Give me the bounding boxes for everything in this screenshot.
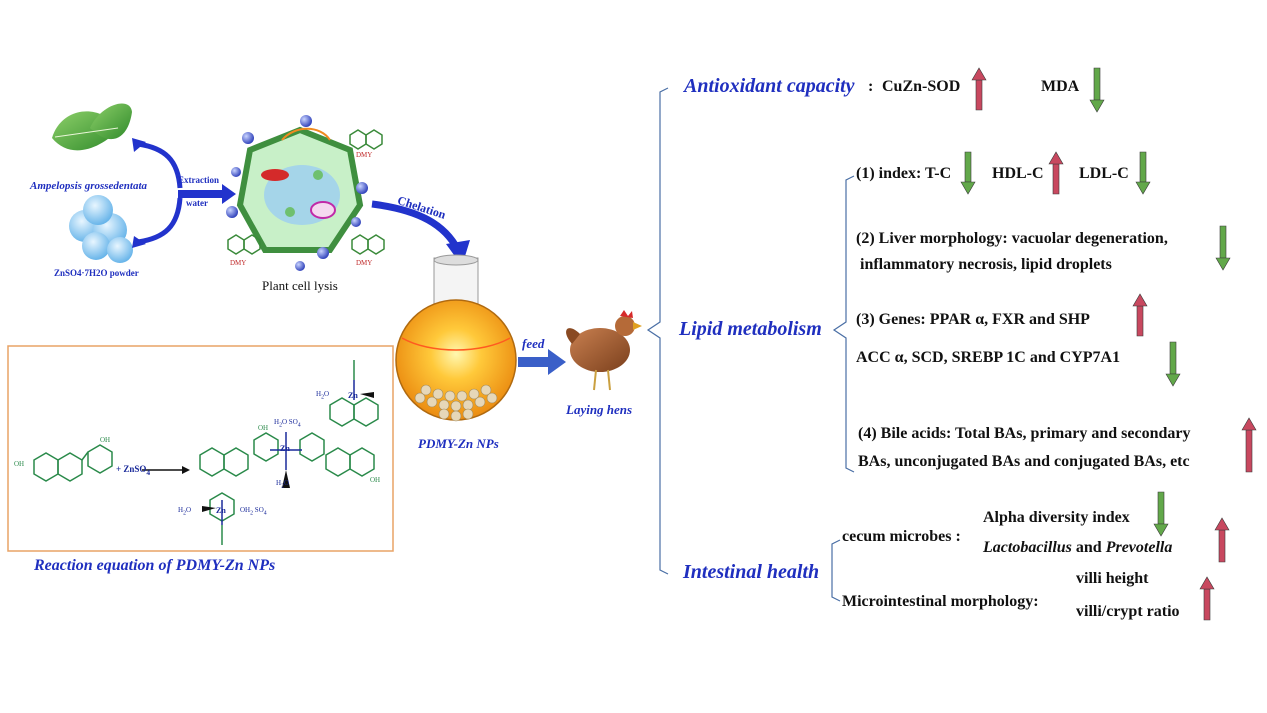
cuzn-sod-up-arrow <box>971 67 987 111</box>
bile-up-arrow <box>1241 417 1257 473</box>
zinc-sulfate-bubbles-icon <box>69 195 133 263</box>
lipid-index-label: (1) index: T-C <box>856 165 952 182</box>
nanoparticle-dots <box>414 384 498 422</box>
leaf-icon <box>52 103 132 151</box>
cecum-microbes-label: cecum microbes : <box>842 528 961 545</box>
salt-name-label: ZnSO4·7H2O powder <box>54 268 139 278</box>
plant-name-label: Ampelopsis grossedentata <box>30 180 148 192</box>
villi-height-label: villi height <box>1076 570 1149 587</box>
h2o-label-1: H2O SO4 <box>274 418 301 429</box>
antioxidant-title: Antioxidant capacity <box>684 75 855 97</box>
extraction-label: Extraction <box>178 175 219 185</box>
plant-cell-lysis-label: Plant cell lysis <box>262 278 338 293</box>
lactobacillus-prevotella-label: Lactobacillus and Prevotella <box>983 539 1173 556</box>
alpha-down-arrow <box>1153 491 1169 537</box>
lipid-metabolism-title: Lipid metabolism <box>679 318 822 340</box>
dmy-label-1: DMY <box>356 151 373 159</box>
zn-label-bottom: Zn <box>216 506 226 515</box>
liver-down-arrow <box>1215 225 1231 271</box>
ldl-down-arrow <box>1135 151 1151 195</box>
genes-line1: (3) Genes: PPAR α, FXR and SHP <box>856 311 1090 328</box>
oh-label-2: OH <box>100 436 111 444</box>
hdl-up-arrow <box>1048 151 1064 195</box>
zn-label-top: Zn <box>348 391 358 400</box>
indicator-arrows <box>960 67 1257 621</box>
liver-morphology-line2: inflammatory necrosis, lipid droplets <box>860 256 1112 273</box>
h2o-label-3: H2O <box>316 390 330 401</box>
tc-down-arrow <box>960 151 976 195</box>
alpha-diversity-label: Alpha diversity index <box>983 509 1130 526</box>
bile-acids-line2: BAs, unconjugated BAs and conjugated BAs… <box>858 453 1190 470</box>
hen-icon <box>566 310 642 391</box>
intestinal-health-title: Intestinal health <box>683 561 820 583</box>
genes-down-arrow <box>1165 341 1181 387</box>
ldl-c-label: LDL-C <box>1079 165 1129 182</box>
oh-label-1: OH <box>14 460 25 468</box>
liver-morphology-line1: (2) Liver morphology: vacuolar degenerat… <box>856 230 1168 247</box>
extraction-arrow-icon <box>178 184 236 204</box>
oh-label-3: OH <box>258 424 269 432</box>
so4-label-bottom: OH2 SO4 <box>240 506 267 517</box>
h2o-label-4: H2O <box>178 506 192 517</box>
flask-icon <box>395 254 517 422</box>
bile-acids-line1: (4) Bile acids: Total BAs, primary and s… <box>858 425 1191 442</box>
plant-cell-icon <box>236 126 364 253</box>
extraction-arrow-lower <box>137 197 183 245</box>
dmy-molecule-icons <box>227 129 385 255</box>
reaction-caption: Reaction equation of PDMY-Zn NPs <box>34 557 276 574</box>
antioxidant-colon: : <box>868 78 874 95</box>
nps-label: PDMY-Zn NPs <box>418 436 499 451</box>
mda-down-arrow <box>1089 67 1105 113</box>
h2o-label-2: H2O <box>276 479 290 490</box>
zn-center-bonds <box>221 380 355 525</box>
extraction-arrow-upper <box>137 141 183 189</box>
villi-up-arrow <box>1199 576 1215 621</box>
water-label: water <box>186 198 208 208</box>
dmy-label-2: DMY <box>230 259 247 267</box>
microintestinal-morphology-label: Microintestinal morphology: <box>842 593 1039 610</box>
lacto-up-arrow <box>1214 517 1230 563</box>
cuzn-sod-label: CuZn-SOD <box>882 78 961 95</box>
feed-label: feed <box>522 336 545 351</box>
oh-label-4: OH <box>370 476 381 484</box>
hdl-c-label: HDL-C <box>992 165 1044 182</box>
bracket-lines <box>646 87 855 602</box>
pdmy-zn-structure <box>199 360 379 545</box>
reaction-frame <box>7 345 394 552</box>
villi-crypt-ratio-label: villi/crypt ratio <box>1076 603 1180 620</box>
genes-line2: ACC α, SCD, SREBP 1C and CYP7A1 <box>856 349 1121 366</box>
mda-label: MDA <box>1041 78 1080 95</box>
dmy-structure <box>33 444 113 482</box>
genes-up-arrow <box>1132 293 1148 337</box>
chelation-arrow <box>371 200 462 252</box>
zinc-ion-icons <box>226 115 368 271</box>
dmy-label-3: DMY <box>356 259 373 267</box>
zn-label-center: Zn <box>280 444 290 453</box>
reagent-label: + ZnSO4 <box>116 464 151 477</box>
laying-hens-label: Laying hens <box>566 402 633 417</box>
feed-arrow-icon <box>518 349 566 375</box>
